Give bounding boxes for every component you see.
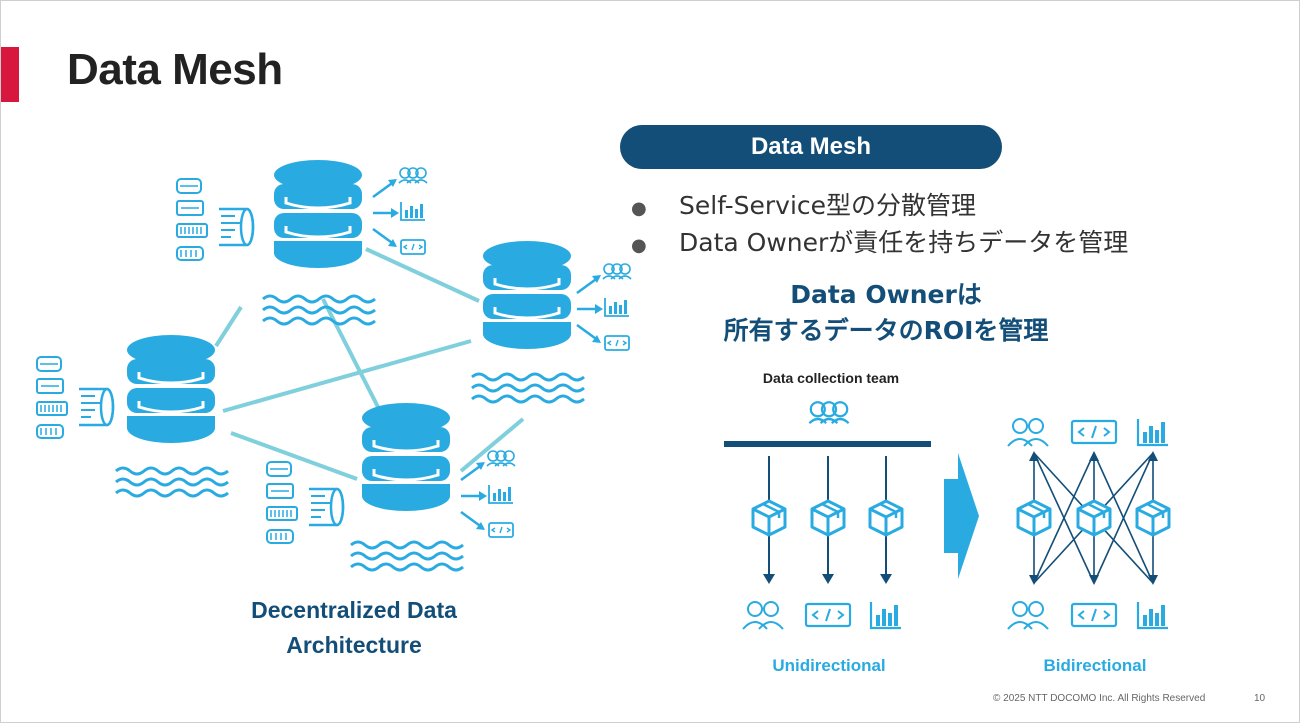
owner-statement: Data Ownerは 所有するデータのROIを管理 xyxy=(691,277,1081,349)
storage-stack-icon xyxy=(176,178,255,261)
mesh-links xyxy=(214,247,525,481)
database-icon xyxy=(261,158,377,326)
bidirectional-diagram xyxy=(1007,417,1171,630)
bullet-list: ● Self-Service型の分散管理 ● Data Ownerが責任を持ちデータ… xyxy=(631,187,1128,261)
data-mesh-pill: Data Mesh xyxy=(620,125,1002,169)
copyright-footer: © 2025 NTT DOCOMO Inc. All Rights Reserv… xyxy=(993,693,1206,704)
owner-line-2: 所有するデータのROIを管理 xyxy=(723,316,1049,345)
bullet-item: ● Self-Service型の分散管理 xyxy=(631,187,1128,224)
page-number: 10 xyxy=(1254,693,1266,704)
architecture-caption: Decentralized Data Architecture xyxy=(224,593,484,663)
caption-line-2: Architecture xyxy=(286,632,422,658)
bullet-marker: ● xyxy=(631,198,647,219)
unidirectional-label: Unidirectional xyxy=(772,656,886,675)
bullet-marker: ● xyxy=(631,235,647,256)
arrow-right-icon xyxy=(944,453,979,579)
database-icon xyxy=(114,333,230,498)
owner-line-1: Data Ownerは xyxy=(790,280,982,309)
output-arrows xyxy=(373,168,427,254)
team-label: Data collection team xyxy=(762,370,900,386)
bidirectional-label: Bidirectional xyxy=(1043,656,1147,675)
output-arrows xyxy=(577,264,631,350)
storage-stack-icon xyxy=(266,461,345,544)
storage-stack-icon xyxy=(36,356,115,439)
bullet-text: Self-Service型の分散管理 xyxy=(679,191,977,220)
title-accent-bar xyxy=(1,47,19,102)
bullet-text: Data Ownerが責任を持ちデータを管理 xyxy=(679,228,1129,257)
bullet-item: ● Data Ownerが責任を持ちデータを管理 xyxy=(631,224,1128,261)
caption-line-1: Decentralized Data xyxy=(251,597,457,623)
database-icon xyxy=(349,401,465,572)
database-icon xyxy=(470,239,586,404)
unidirectional-diagram xyxy=(724,401,931,630)
slide-title: Data Mesh xyxy=(67,45,283,94)
